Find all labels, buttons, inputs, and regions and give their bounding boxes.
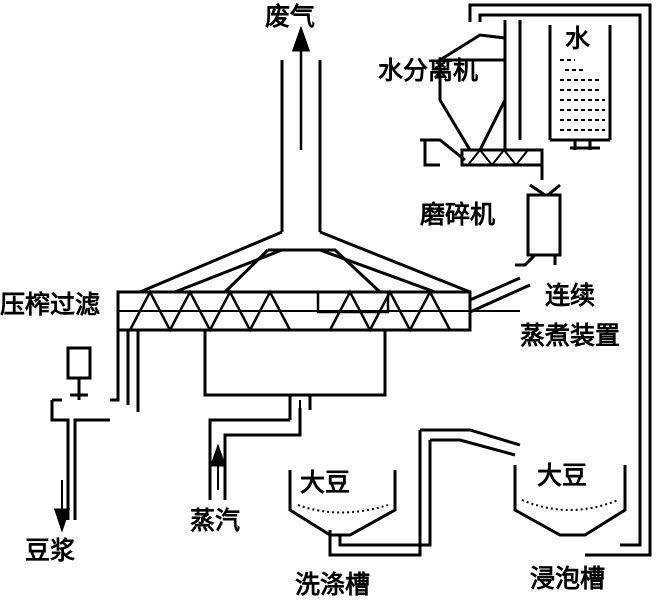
cooker-label: 蒸煮装置 xyxy=(520,321,621,350)
screw-conveyor xyxy=(116,276,531,333)
soybean-wash-label: 大豆 xyxy=(300,468,351,497)
water-separator-label: 水分离机 xyxy=(378,56,479,85)
soy-milk-outlet xyxy=(50,330,140,533)
grinder-label: 磨碎机 xyxy=(420,200,496,229)
soak-tank-label: 浸泡槽 xyxy=(530,564,606,593)
water-tank xyxy=(548,25,612,150)
exhaust-stack xyxy=(139,25,471,294)
soy-milk-label: 豆浆 xyxy=(25,536,76,565)
soak-tank xyxy=(513,465,627,537)
exhaust-label: 废气 xyxy=(265,2,316,31)
transfer-pipes xyxy=(328,3,652,557)
press-filter-label: 压榨过滤 xyxy=(0,290,101,319)
grinder xyxy=(515,193,562,267)
wash-tank-label: 洗涤槽 xyxy=(295,570,371,599)
water-separator-unit xyxy=(420,20,561,197)
lower-chamber xyxy=(203,328,387,500)
water-label: 水 xyxy=(565,24,591,53)
soybean-soak-label: 大豆 xyxy=(537,461,588,490)
wash-tank xyxy=(288,470,397,537)
steam-label: 蒸汽 xyxy=(190,506,241,535)
continuous-label: 连续 xyxy=(545,281,596,310)
